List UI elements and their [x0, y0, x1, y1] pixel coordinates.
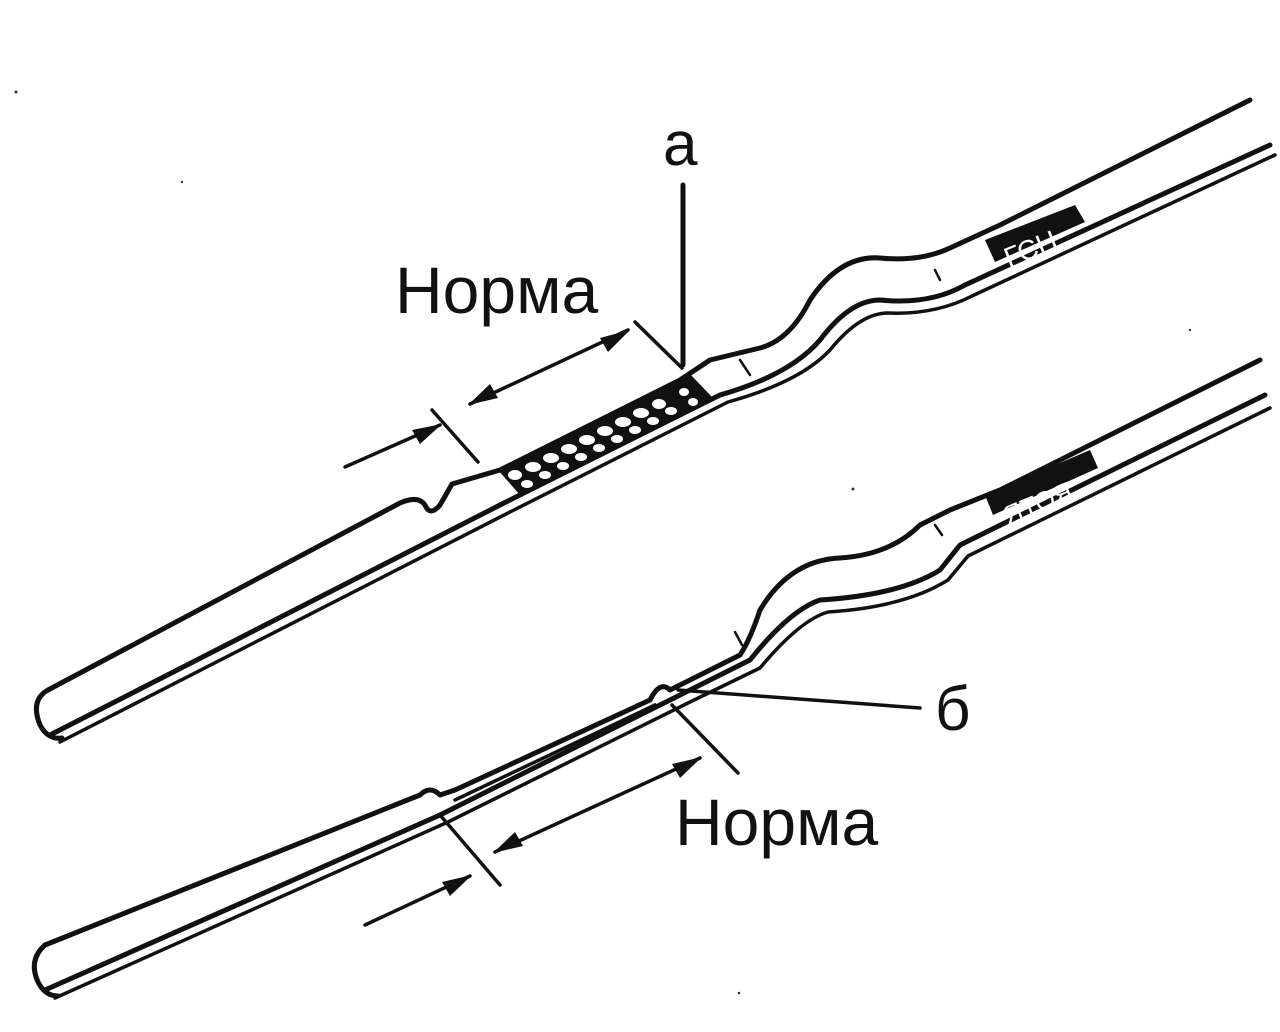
upper-extension-left — [430, 408, 480, 464]
lower-dipstick-groove — [453, 703, 657, 802]
lower-dipstick-bottom-edge — [42, 392, 1268, 993]
marker-b-label: б — [935, 675, 971, 744]
upper-bend-tick — [933, 268, 942, 282]
upper-norm-label: Норма — [395, 253, 598, 327]
lower-bend-tick — [933, 523, 944, 537]
upper-arrow-right — [600, 330, 630, 352]
lower-approach-arrow — [442, 875, 472, 896]
lower-arrow-left — [493, 832, 523, 853]
lower-dipstick-tip — [31, 942, 61, 999]
lower-arrow-right — [672, 757, 702, 778]
lower-level-tick — [733, 630, 744, 647]
marker-b-leader — [676, 688, 922, 710]
lower-dipstick: ЯТОЯ — [31, 357, 1272, 1000]
upper-oil-bubbles — [508, 388, 698, 488]
upper-arrow-left — [468, 384, 498, 405]
upper-dipstick-inner-line — [58, 153, 1277, 744]
scan-specks — [14, 90, 1192, 995]
upper-annotations: Норма а — [343, 110, 698, 469]
upper-dimension-line — [468, 328, 630, 406]
upper-dipstick-tip — [33, 687, 65, 741]
lower-dimension-line — [493, 756, 702, 854]
lower-extension-left — [438, 813, 502, 887]
upper-dipstick-top-edge — [45, 97, 1253, 693]
lower-annotations: Норма б — [363, 675, 971, 927]
lower-dipstick-inner-line — [53, 406, 1272, 1000]
lower-marking: ЯТОЯ — [985, 450, 1098, 531]
marker-a-label: а — [663, 110, 698, 179]
upper-dipstick: ГСН — [33, 97, 1277, 744]
lower-norm-label: Норма — [675, 785, 878, 859]
lower-dipstick-top-edge — [42, 357, 1263, 948]
upper-dipstick-bottom-edge — [47, 142, 1273, 738]
lower-extension-right — [670, 703, 740, 775]
upper-level-tick — [738, 358, 752, 377]
upper-extension-right — [633, 320, 684, 370]
upper-approach-arrow — [412, 424, 442, 444]
